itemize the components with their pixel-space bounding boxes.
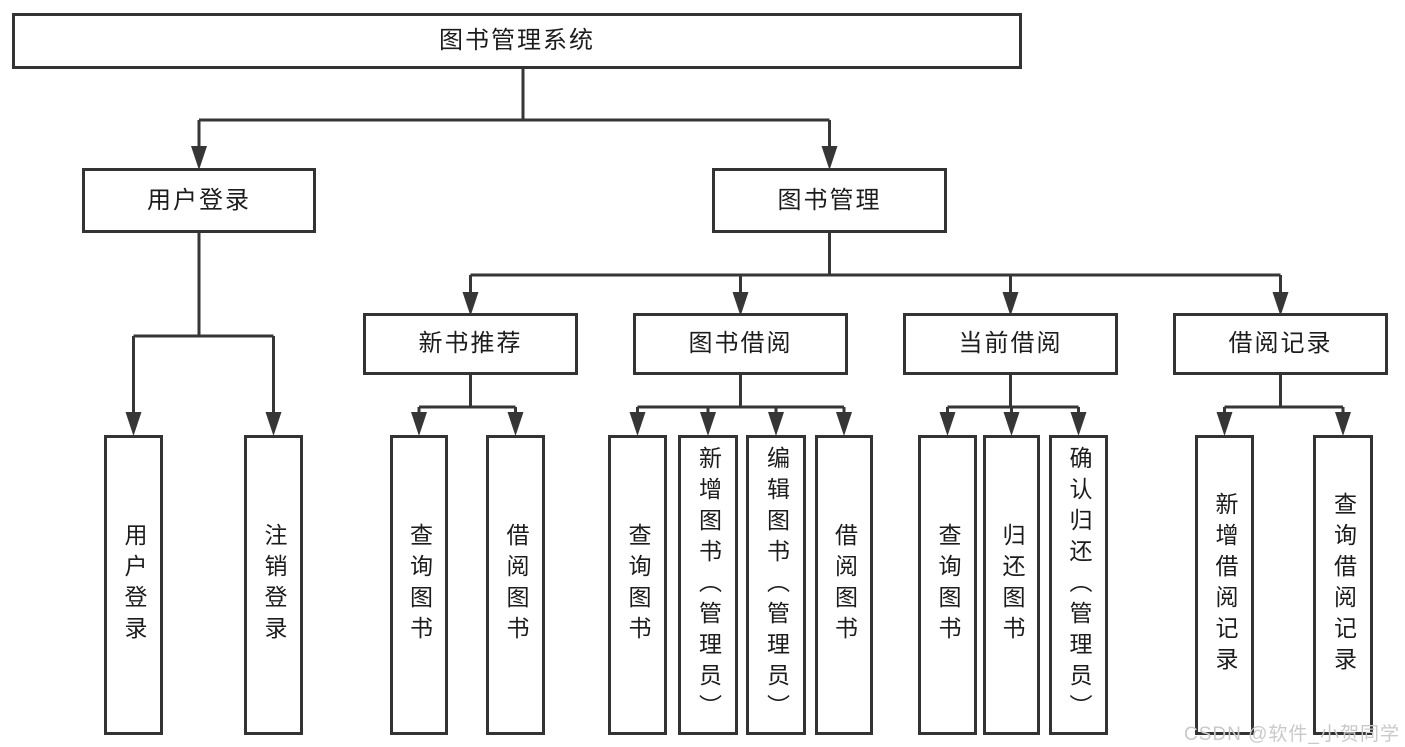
- node-label: 新书推荐: [418, 330, 523, 357]
- node-label: 借阅图书: [503, 523, 529, 647]
- node-label: 图书借阅: [688, 330, 793, 357]
- arrowhead-icon: [1070, 412, 1087, 436]
- leaf-borrow-books-recommend: 借阅图书: [486, 435, 545, 735]
- arrowhead-icon: [1216, 412, 1233, 436]
- node-label: 图书管理系统: [439, 27, 595, 54]
- arrowhead-icon: [265, 412, 282, 436]
- arrowhead-icon: [629, 412, 646, 436]
- arrowhead-icon: [836, 412, 852, 436]
- node-label: 用户登录: [147, 186, 251, 214]
- arrowhead-icon: [1272, 292, 1289, 316]
- node-book-management: 图书管理: [712, 168, 947, 233]
- node-label: 新增图书（管理员）: [695, 445, 722, 725]
- node-label: 归还图书: [999, 523, 1025, 647]
- leaf-add-borrow-record: 新增借阅记录: [1195, 435, 1254, 735]
- node-borrowing-records: 借阅记录: [1173, 313, 1388, 375]
- leaf-borrow-books: 借阅图书: [815, 435, 873, 735]
- connector-lines: [132, 69, 1345, 416]
- arrowhead-icon: [1002, 292, 1019, 316]
- leaf-return-books: 归还图书: [983, 435, 1040, 735]
- arrowhead-icon: [821, 146, 838, 170]
- node-label: 用户登录: [121, 523, 147, 647]
- arrowhead-icon: [411, 412, 427, 436]
- node-user-login: 用户登录: [82, 168, 316, 233]
- node-label: 查询图书: [625, 523, 651, 647]
- node-label: 图书管理: [777, 186, 882, 214]
- arrowhead-icon: [191, 146, 207, 170]
- arrowheads: [125, 146, 1351, 436]
- node-library-management-system: 图书管理系统: [12, 13, 1022, 69]
- arrowhead-icon: [939, 412, 956, 436]
- leaf-query-books-borrow: 查询图书: [608, 435, 667, 735]
- node-label: 当前借阅: [958, 330, 1063, 357]
- arrowhead-icon: [462, 292, 479, 316]
- leaf-query-borrow-record: 查询借阅记录: [1313, 435, 1373, 735]
- leaf-edit-books-admin: 编辑图书（管理员）: [746, 435, 806, 735]
- node-current-borrowing: 当前借阅: [903, 313, 1118, 375]
- arrowhead-icon: [1335, 412, 1351, 436]
- node-label: 新增借阅记录: [1212, 492, 1238, 678]
- csdn-watermark: CSDN @软件_小贺同学: [1184, 724, 1400, 745]
- node-label: 注销登录: [261, 523, 287, 647]
- arrowhead-icon: [700, 412, 716, 436]
- node-label: 编辑图书（管理员）: [763, 445, 790, 725]
- arrowhead-icon: [732, 292, 749, 316]
- node-label: 确认归还（管理员）: [1066, 445, 1092, 725]
- arrowhead-icon: [125, 412, 142, 436]
- arrowhead-icon: [507, 412, 524, 436]
- node-label: 借阅图书: [831, 523, 858, 647]
- node-book-borrowing: 图书借阅: [633, 313, 848, 375]
- node-label: 查询图书: [406, 523, 433, 647]
- leaf-query-books-recommend: 查询图书: [390, 435, 448, 735]
- node-label: 借阅记录: [1228, 330, 1333, 357]
- leaf-user-login: 用户登录: [104, 435, 163, 735]
- arrowhead-icon: [1003, 412, 1020, 436]
- node-new-book-recommend: 新书推荐: [363, 313, 578, 375]
- leaf-confirm-return-admin: 确认归还（管理员）: [1049, 435, 1108, 735]
- leaf-add-books-admin: 新增图书（管理员）: [678, 435, 738, 735]
- tree-edges: [132, 69, 1345, 416]
- leaf-query-books-current: 查询图书: [918, 435, 977, 735]
- node-label: 查询借阅记录: [1330, 492, 1357, 678]
- node-label: 查询图书: [935, 523, 961, 647]
- leaf-logout-login: 注销登录: [244, 435, 303, 735]
- arrowhead-icon: [768, 412, 784, 436]
